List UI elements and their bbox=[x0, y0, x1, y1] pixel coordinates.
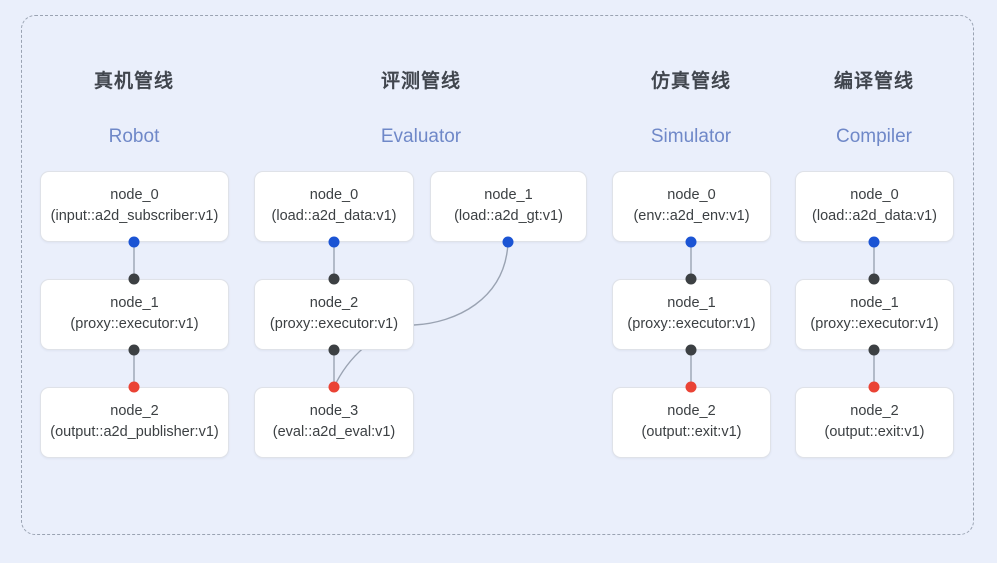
node-label-name: node_3 bbox=[309, 403, 359, 420]
node-label-name: node_2 bbox=[110, 403, 159, 420]
node-port-black[interactable] bbox=[685, 344, 697, 356]
node-label-type: (proxy::executor:v1) bbox=[269, 316, 399, 332]
column-title-simulator: 仿真管线 bbox=[650, 71, 732, 92]
node-label-type: (output::exit:v1) bbox=[824, 424, 925, 440]
node-port-black[interactable] bbox=[868, 344, 880, 356]
node-box[interactable]: node_0(load::a2d_data:v1) bbox=[795, 171, 954, 242]
node-box[interactable]: node_2(proxy::executor:v1) bbox=[254, 279, 414, 350]
node-label-type: (proxy::executor:v1) bbox=[810, 316, 939, 332]
node-label-name: node_0 bbox=[667, 187, 716, 204]
column-title-compiler: 编译管线 bbox=[833, 71, 915, 92]
node-label-type: (load::a2d_data:v1) bbox=[812, 208, 937, 224]
node-box[interactable]: node_1(proxy::executor:v1) bbox=[40, 279, 229, 350]
node-box[interactable]: node_2(output::a2d_publisher:v1) bbox=[40, 387, 229, 458]
node-label-name: node_0 bbox=[110, 187, 159, 204]
node-box[interactable]: node_1(proxy::executor:v1) bbox=[795, 279, 954, 350]
node-label-name: node_1 bbox=[850, 295, 899, 312]
node-port-black[interactable] bbox=[128, 344, 140, 356]
node-port-red[interactable] bbox=[328, 381, 340, 393]
node-port-blue[interactable] bbox=[328, 236, 340, 248]
column-subtitle-simulator: Simulator bbox=[650, 126, 732, 147]
node-label-name: node_2 bbox=[850, 403, 899, 420]
node-port-black[interactable] bbox=[328, 344, 340, 356]
node-box[interactable]: node_3(eval::a2d_eval:v1) bbox=[254, 387, 414, 458]
node-port-black[interactable] bbox=[685, 273, 697, 285]
node-port-black[interactable] bbox=[128, 273, 140, 285]
dashed-panel-border bbox=[21, 15, 974, 535]
node-box[interactable]: node_0(env::a2d_env:v1) bbox=[612, 171, 771, 242]
column-subtitle-evaluator: Evaluator bbox=[380, 126, 462, 147]
column-title-evaluator: 评测管线 bbox=[380, 71, 462, 92]
node-port-blue[interactable] bbox=[685, 236, 697, 248]
node-label-name: node_0 bbox=[850, 187, 899, 204]
node-label-type: (output::a2d_publisher:v1) bbox=[50, 424, 219, 440]
node-label-type: (eval::a2d_eval:v1) bbox=[272, 424, 396, 440]
node-box[interactable]: node_0(input::a2d_subscriber:v1) bbox=[40, 171, 229, 242]
node-box[interactable]: node_2(output::exit:v1) bbox=[612, 387, 771, 458]
node-label-name: node_1 bbox=[110, 295, 159, 312]
node-port-black[interactable] bbox=[868, 273, 880, 285]
node-label-type: (input::a2d_subscriber:v1) bbox=[50, 208, 219, 224]
node-label-type: (proxy::executor:v1) bbox=[70, 316, 199, 332]
node-label-name: node_1 bbox=[667, 295, 716, 312]
column-subtitle-compiler: Compiler bbox=[835, 126, 913, 147]
node-label-name: node_1 bbox=[484, 187, 533, 204]
node-label-type: (load::a2d_gt:v1) bbox=[454, 208, 563, 224]
node-label-type: (proxy::executor:v1) bbox=[627, 316, 756, 332]
node-label-name: node_2 bbox=[309, 295, 359, 312]
node-box[interactable]: node_1(proxy::executor:v1) bbox=[612, 279, 771, 350]
node-label-type: (env::a2d_env:v1) bbox=[633, 208, 750, 224]
node-port-blue[interactable] bbox=[868, 236, 880, 248]
node-box[interactable]: node_0(load::a2d_data:v1) bbox=[254, 171, 414, 242]
node-port-blue[interactable] bbox=[502, 236, 514, 248]
node-box[interactable]: node_2(output::exit:v1) bbox=[795, 387, 954, 458]
node-label-type: (load::a2d_data:v1) bbox=[271, 208, 397, 224]
column-title-robot: 真机管线 bbox=[93, 71, 175, 92]
node-port-red[interactable] bbox=[868, 381, 880, 393]
column-subtitle-robot: Robot bbox=[108, 126, 160, 147]
node-port-blue[interactable] bbox=[128, 236, 140, 248]
node-label-type: (output::exit:v1) bbox=[641, 424, 742, 440]
node-box[interactable]: node_1(load::a2d_gt:v1) bbox=[430, 171, 587, 242]
node-port-red[interactable] bbox=[685, 381, 697, 393]
node-port-red[interactable] bbox=[128, 381, 140, 393]
node-label-name: node_0 bbox=[309, 187, 359, 204]
node-port-black[interactable] bbox=[328, 273, 340, 285]
node-label-name: node_2 bbox=[667, 403, 716, 420]
